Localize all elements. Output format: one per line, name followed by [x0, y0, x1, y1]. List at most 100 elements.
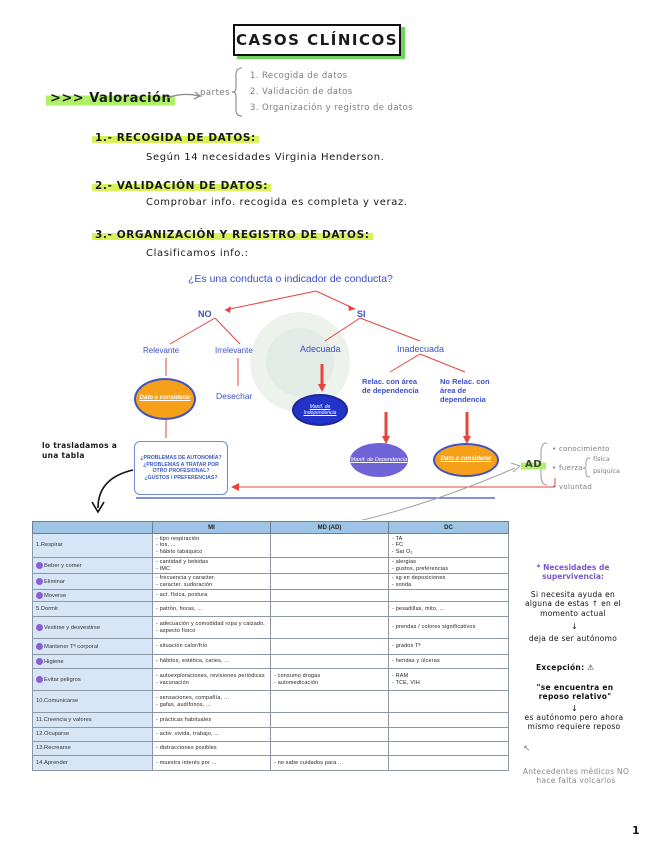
exception-quote: "se encuentra en reposo relativo" [521, 683, 629, 702]
cell-mi: - distracciones posibles [153, 742, 271, 756]
cell-dc [389, 728, 509, 742]
table-row: Evitar peligros - autoexploraciones, revi… [33, 669, 509, 691]
cell-dc: - RAM- TCE, VIH [389, 669, 509, 691]
flowchart-no: NO [198, 309, 212, 319]
need-cell: 14.Aprender [33, 756, 153, 771]
cell-mi: - tipo respiración- tos, ...- hábito tab… [153, 534, 271, 558]
cell-line: - gafas, audífonos, ... [156, 702, 267, 708]
need-cell: Moverse [33, 590, 153, 602]
node-manif-dependencia: Manif. de Dependencia [350, 443, 408, 477]
cell-dc: - TA- FC- Sat O₂ [389, 534, 509, 558]
cell-dc [389, 742, 509, 756]
cell-md [271, 728, 389, 742]
cell-line: - caracter. sudoración [156, 582, 267, 588]
cell-mi: - patrón, horas, ... [153, 602, 271, 617]
flowchart-si: SI [357, 309, 366, 319]
check-circle-icon [36, 658, 43, 665]
need-cell: 5.Dormir [33, 602, 153, 617]
cell-line: - situación calor/frío [156, 643, 267, 649]
table-row: Higiene- hábitos, estética, caries, ...-… [33, 655, 509, 669]
cell-line: - TCE, VIH [392, 680, 505, 686]
cell-dc: - sg en deposiciones- sonda [389, 574, 509, 590]
need-cell: 10.Comunicarse [33, 691, 153, 713]
check-circle-icon [36, 676, 43, 683]
need-label: 11.Creencia y valores [36, 717, 92, 723]
problemas-item: ¿GUSTOS / PREFERENCIAS? [144, 475, 217, 482]
cell-mi: - adecuación y comodidad ropa y calzado.… [153, 617, 271, 639]
cell-dc: - grados Tª [389, 639, 509, 655]
footer-note: Antecedentes médicos NO hace falta volca… [522, 767, 630, 786]
needs-title: * Necesidades de supervivencia: [518, 563, 628, 581]
flowchart-irrelevante: Irrelevante [215, 346, 253, 355]
need-label: 1.Respirar [36, 542, 63, 548]
table-row: 13.Recrearse - distracciones posibles [33, 742, 509, 756]
table-row: Eliminar- frecuencia y caracter.- caract… [33, 574, 509, 590]
cell-line: - act. física, postura [156, 592, 267, 598]
table-header: MD (AD) [271, 522, 389, 534]
node-manif-independencia: Manif. de Independencia [292, 394, 348, 426]
cell-dc: - pesadillas, mito, ... [389, 602, 509, 617]
need-cell: 1.Respirar [33, 534, 153, 558]
cell-md [271, 639, 389, 655]
table-row: 12.Ocuparse- activ. vivida, trabajo, ... [33, 728, 509, 742]
page-number: 1 [632, 824, 640, 837]
cell-mi: - activ. vivida, trabajo, ... [153, 728, 271, 742]
cell-mi: - frecuencia y caracter.- caracter. sudo… [153, 574, 271, 590]
fuerza-sub-list: física psíquica [593, 453, 620, 477]
cell-line: - autoexploraciones, revisiones periódic… [156, 673, 267, 679]
table-header-row: MI MD (AD) DC [33, 522, 509, 534]
down-arrow-icon: ↓ [571, 622, 578, 631]
cell-md [271, 590, 389, 602]
flowchart-question: ¿Es una conducta o indicador de conducta… [188, 273, 393, 285]
exception-title: Excepción: ⚠ [536, 663, 594, 672]
need-cell: Beber y comer [33, 558, 153, 574]
need-label: 13.Recrearse [36, 745, 71, 751]
cell-dc [389, 756, 509, 771]
cell-md [271, 617, 389, 639]
need-label: Mantener Tª corporal [44, 644, 98, 650]
check-circle-icon [36, 578, 43, 585]
cell-line: - activ. vivida, trabajo, ... [156, 731, 267, 737]
cell-line: - IMC [156, 566, 267, 572]
check-circle-icon [36, 562, 43, 569]
cell-line: - hábito tabáquico [156, 549, 267, 555]
node-dato-considerar-2: Dato a considerar [433, 443, 499, 477]
warning-icon: ⚠ [587, 663, 594, 672]
cell-md [271, 742, 389, 756]
cell-md: - consumo drogas- automedicación [271, 669, 389, 691]
check-circle-icon [36, 643, 43, 650]
needs-table: MI MD (AD) DC 1.Respirar - tipo respiraci… [32, 521, 509, 771]
table-row: Mantener Tª corporal - situación calor/fr… [33, 639, 509, 655]
need-label: Higiene [44, 659, 64, 665]
cell-dc: - prendas / colores significativos [389, 617, 509, 639]
cell-line: - pesadillas, mito, ... [392, 606, 505, 612]
cell-line: - Sat O₂ [392, 549, 505, 555]
table-row: 14.Aprender - muestra interés por ...- no… [33, 756, 509, 771]
need-cell: 12.Ocuparse [33, 728, 153, 742]
cell-mi: - act. física, postura [153, 590, 271, 602]
cell-mi: - muestra interés por ... [153, 756, 271, 771]
cell-line: - adecuación y comodidad ropa y calzado. [156, 621, 267, 627]
table-row: Vestirse y desvestirse- adecuación y com… [33, 617, 509, 639]
table-header [33, 522, 153, 534]
cell-mi: - cantidad y bebidas- IMC [153, 558, 271, 574]
flowchart-no-relac-dependencia: No Relac. con área de dependencia [440, 377, 500, 404]
problemas-box: ¿PROBLEMAS DE AUTONOMÍA? ¿PROBLEMAS A TR… [134, 441, 228, 495]
problemas-item: ¿PROBLEMAS A TRATAR POR OTRO PROFESIONAL… [135, 462, 227, 475]
cell-dc: - alergias- gustos, preferencias [389, 558, 509, 574]
cell-line: - gustos, preferencias [392, 566, 505, 572]
cell-md [271, 691, 389, 713]
cell-dc [389, 691, 509, 713]
need-label: Evitar peligros [44, 677, 81, 683]
cell-line: - no sabe cuidados para ... [274, 760, 385, 766]
cell-dc: - heridas y úlceras [389, 655, 509, 669]
pin-icon: ↖ [523, 744, 531, 754]
need-label: 14.Aprender [36, 760, 68, 766]
cell-md [271, 574, 389, 590]
cell-line: - vacunación [156, 680, 267, 686]
need-cell: 11.Creencia y valores [33, 713, 153, 728]
need-cell: 13.Recrearse [33, 742, 153, 756]
table-row: 11.Creencia y valores- prácticas habitua… [33, 713, 509, 728]
table-header: MI [153, 522, 271, 534]
cell-mi: - autoexploraciones, revisiones periódic… [153, 669, 271, 691]
